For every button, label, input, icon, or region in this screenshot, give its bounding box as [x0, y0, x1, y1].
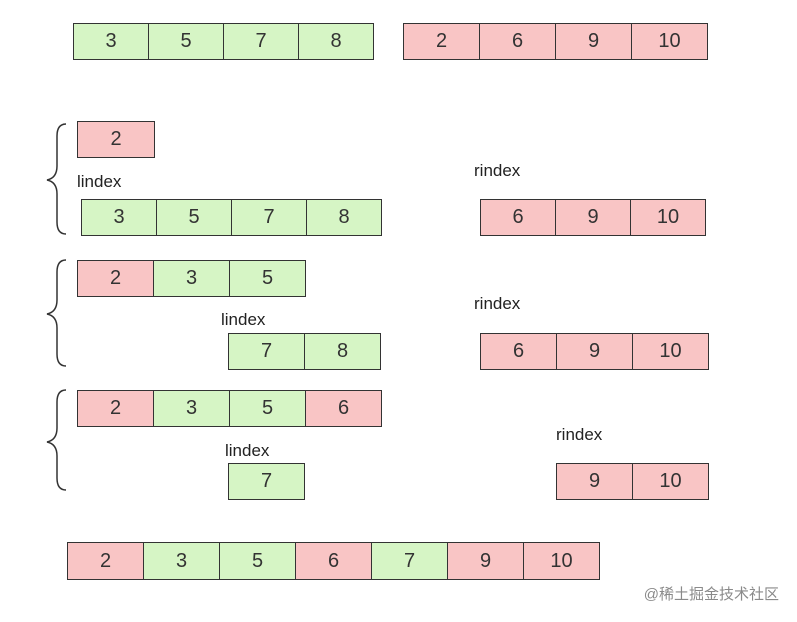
step2-right-rest-cell-3: 10	[632, 333, 709, 370]
step3-merged-cell-1: 2	[77, 390, 154, 427]
final-array-cell-5: 7	[371, 542, 448, 580]
step3-merged-cell-2: 3	[153, 390, 230, 427]
step3-right-rest-cell-1: 9	[556, 463, 633, 500]
step2-right-rest-cell-1: 6	[480, 333, 557, 370]
step3-right-rest-cell-2: 10	[632, 463, 709, 500]
step2-merged-cell-3: 5	[229, 260, 306, 297]
top-left-array-cell-4: 8	[298, 23, 374, 60]
final-array-cell-1: 2	[67, 542, 144, 580]
final-array-cell-7: 10	[523, 542, 600, 580]
step3-merged-cell-4: 6	[305, 390, 382, 427]
step3-rindex-label: rindex	[556, 425, 603, 444]
top-right-array-cell-4: 10	[631, 23, 708, 60]
top-right-array-cell-1: 2	[403, 23, 480, 60]
brace-step3	[46, 389, 67, 491]
step1-right-rest-cell-3: 10	[630, 199, 706, 236]
top-left-array-cell-2: 5	[148, 23, 224, 60]
step2-lindex-label: lindex	[221, 310, 266, 329]
final-array-cell-6: 9	[447, 542, 524, 580]
brace-step1	[46, 123, 67, 235]
step1-lindex-label: lindex	[77, 172, 122, 191]
final-array-cell-2: 3	[143, 542, 220, 580]
top-right-array-cell-2: 6	[479, 23, 556, 60]
step1-left-rest-cell-4: 8	[306, 199, 382, 236]
top-left-array-cell-3: 7	[223, 23, 299, 60]
top-left-array-cell-1: 3	[73, 23, 149, 60]
step1-left-rest-cell-1: 3	[81, 199, 157, 236]
step3-left-rest-cell-1: 7	[228, 463, 305, 500]
step2-rindex-label: rindex	[474, 294, 521, 313]
step2-merged-cell-2: 3	[153, 260, 230, 297]
step1-merged-cell-1: 2	[77, 121, 155, 158]
step1-rindex-label: rindex	[474, 161, 521, 180]
step2-left-rest-cell-1: 7	[228, 333, 305, 370]
step2-right-rest-cell-2: 9	[556, 333, 633, 370]
step1-right-rest-cell-1: 6	[480, 199, 556, 236]
step2-left-rest-cell-2: 8	[304, 333, 381, 370]
step3-lindex-label: lindex	[225, 441, 270, 460]
top-right-array-cell-3: 9	[555, 23, 632, 60]
step3-merged-cell-3: 5	[229, 390, 306, 427]
final-array-cell-4: 6	[295, 542, 372, 580]
step1-left-rest-cell-3: 7	[231, 199, 307, 236]
step1-right-rest-cell-2: 9	[555, 199, 631, 236]
final-array-cell-3: 5	[219, 542, 296, 580]
step1-left-rest-cell-2: 5	[156, 199, 232, 236]
watermark: @稀土掘金技术社区	[643, 586, 779, 603]
brace-step2	[46, 259, 67, 367]
step2-merged-cell-1: 2	[77, 260, 154, 297]
